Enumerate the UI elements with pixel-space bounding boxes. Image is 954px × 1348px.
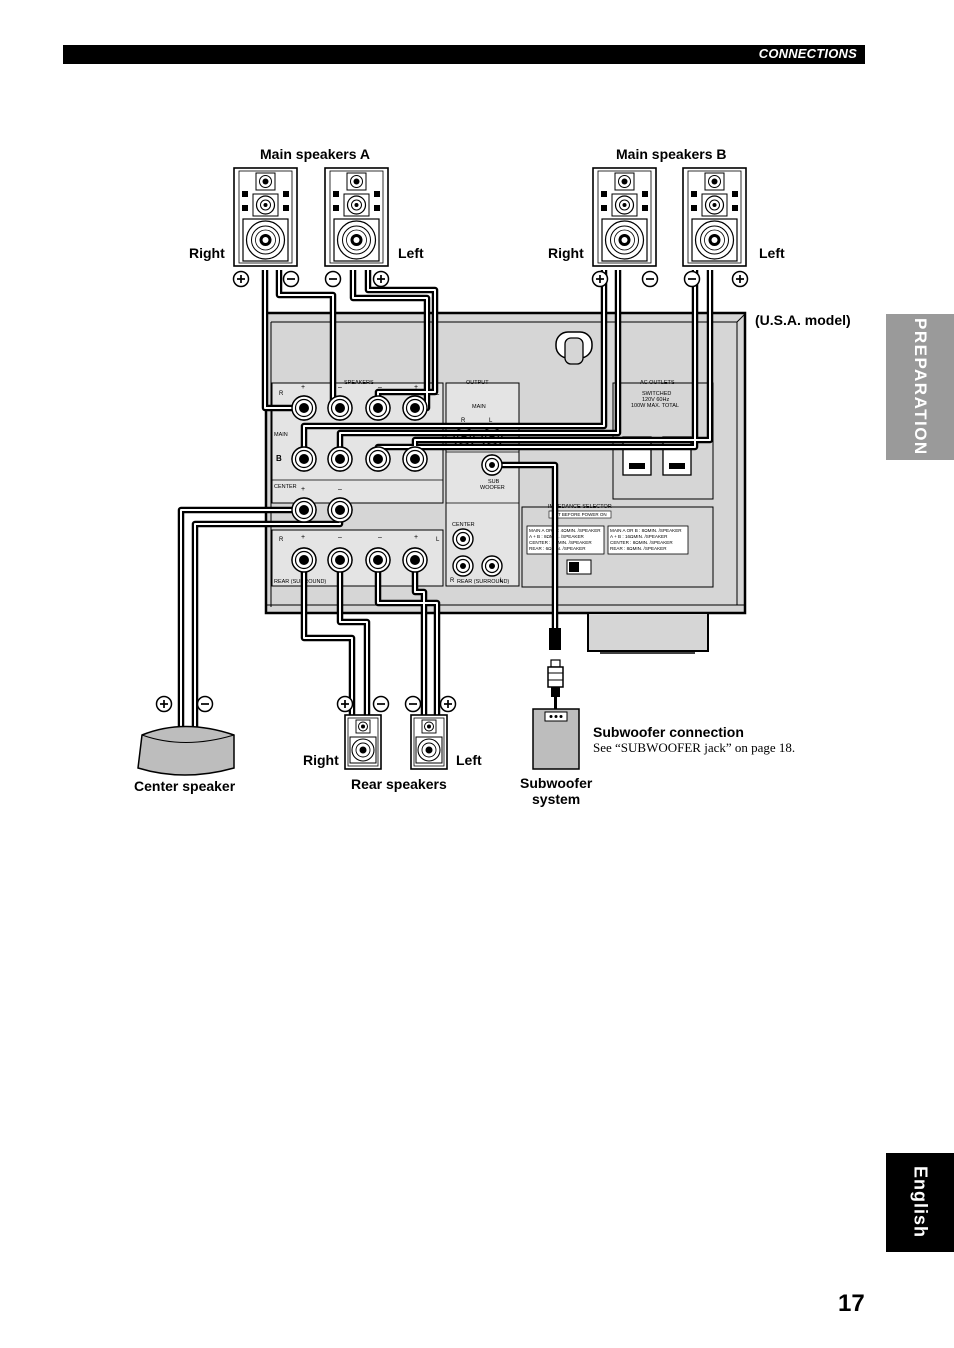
subwoofer-label-line1: Subwoofer <box>520 775 593 791</box>
svg-text:SET BEFORE POWER ON: SET BEFORE POWER ON <box>552 512 607 517</box>
svg-text:SPEAKERS: SPEAKERS <box>344 380 374 386</box>
main-speaker-a-left <box>324 167 390 288</box>
svg-text:L: L <box>436 391 440 397</box>
section-title: CONNECTIONS <box>758 46 857 61</box>
center-speaker <box>137 695 235 776</box>
rear-speaker-right <box>336 695 390 770</box>
terminal-minus-icon <box>641 270 659 288</box>
terminal-minus-icon <box>372 695 390 713</box>
terminal-plus-icon <box>591 270 609 288</box>
svg-text:R: R <box>461 418 466 424</box>
terminal-minus-icon <box>683 270 701 288</box>
svg-text:L: L <box>436 537 440 543</box>
terminal-minus-icon <box>196 695 214 713</box>
svg-text:–: – <box>378 384 382 391</box>
svg-text:CENTER : 6ΩMIN. /SPEAKER: CENTER : 6ΩMIN. /SPEAKER <box>529 540 592 545</box>
rear-panel-labels: SPEAKERS OUTPUT MAIN MAIN A B CENTER REA… <box>274 380 682 585</box>
svg-text:L: L <box>489 418 493 424</box>
svg-text:OUTPUT: OUTPUT <box>466 380 489 386</box>
svg-text:120V 60Hz: 120V 60Hz <box>642 397 669 403</box>
svg-text:REAR (SURROUND): REAR (SURROUND) <box>274 579 326 585</box>
terminal-minus-icon <box>324 270 342 288</box>
rear-speakers-label: Rear speakers <box>351 776 447 792</box>
svg-text:SUB: SUB <box>488 479 500 485</box>
main-b-right-label: Right <box>548 245 584 261</box>
svg-text:–: – <box>378 534 382 541</box>
svg-text:R: R <box>279 537 284 543</box>
svg-text:–: – <box>338 384 342 391</box>
svg-text:L: L <box>500 578 504 584</box>
svg-text:+: + <box>301 486 305 493</box>
svg-text:MAIN: MAIN <box>274 432 288 438</box>
subwoofer-cable-plug <box>547 628 564 710</box>
svg-text:CENTER: CENTER <box>274 484 297 490</box>
center-speaker-label: Center speaker <box>134 778 236 794</box>
svg-text:R: R <box>279 391 284 397</box>
terminal-plus-icon <box>155 695 173 713</box>
svg-text:REAR : 8ΩMIN. /SPEAKER: REAR : 8ΩMIN. /SPEAKER <box>610 546 667 551</box>
terminal-minus-icon <box>404 695 422 713</box>
svg-text:R: R <box>450 578 455 584</box>
svg-text:B: B <box>276 454 282 463</box>
svg-text:+: + <box>301 534 305 541</box>
svg-text:CENTER : 8ΩMIN. /SPEAKER: CENTER : 8ΩMIN. /SPEAKER <box>610 540 673 545</box>
tab-preparation-label: PREPARATION <box>911 318 930 456</box>
rear-left-label: Left <box>456 752 482 768</box>
subwoofer-connection-heading: Subwoofer connection <box>593 724 744 740</box>
svg-text:A + B : 16ΩMIN. /SPEAKER: A + B : 16ΩMIN. /SPEAKER <box>610 534 668 539</box>
terminal-plus-icon <box>731 270 749 288</box>
tab-english-label: English <box>910 1166 931 1239</box>
svg-text:MAIN A OR B : 8ΩMIN. /SPEAKER: MAIN A OR B : 8ΩMIN. /SPEAKER <box>610 528 682 533</box>
tab-preparation: PREPARATION <box>886 314 954 460</box>
svg-text:+: + <box>301 384 305 391</box>
svg-text:+: + <box>414 534 418 541</box>
svg-text:SWITCHED: SWITCHED <box>642 391 671 397</box>
main-speaker-a-right <box>232 167 300 288</box>
main-speakers-b-title: Main speakers B <box>616 146 727 162</box>
tab-english: English <box>886 1153 954 1252</box>
svg-text:MAIN A OR B : 4ΩMIN. /SPEAKER: MAIN A OR B : 4ΩMIN. /SPEAKER <box>529 528 601 533</box>
svg-text:WOOFER: WOOFER <box>480 485 505 491</box>
header-bar: CONNECTIONS <box>63 45 865 64</box>
svg-text:+: + <box>414 384 418 391</box>
main-a-left-label: Left <box>398 245 424 261</box>
subwoofer-connection-note: See “SUBWOOFER jack” on page 18. <box>593 740 795 755</box>
rear-speaker-left <box>404 695 457 770</box>
svg-text:IMPEDANCE SELECTOR: IMPEDANCE SELECTOR <box>548 504 612 510</box>
main-speaker-b-right <box>591 167 659 288</box>
subwoofer-system <box>532 708 580 770</box>
main-speaker-b-left <box>682 167 749 288</box>
main-a-right-label: Right <box>189 245 225 261</box>
svg-text:MAIN: MAIN <box>472 404 486 410</box>
subwoofer-label-line2: system <box>532 791 580 807</box>
terminal-plus-icon <box>372 270 390 288</box>
terminal-minus-icon <box>282 270 300 288</box>
main-b-left-label: Left <box>759 245 785 261</box>
svg-text:–: – <box>338 534 342 541</box>
main-speakers-a-title: Main speakers A <box>260 146 370 162</box>
rear-right-label: Right <box>303 752 339 768</box>
terminal-plus-icon <box>232 270 250 288</box>
page-number: 17 <box>838 1290 865 1317</box>
svg-text:REAR (SURROUND): REAR (SURROUND) <box>457 579 509 585</box>
svg-text:100W MAX. TOTAL: 100W MAX. TOTAL <box>631 403 679 409</box>
model-note: (U.S.A. model) <box>755 312 851 328</box>
svg-text:CENTER: CENTER <box>452 522 475 528</box>
terminal-plus-icon <box>439 695 457 713</box>
terminal-plus-icon <box>336 695 354 713</box>
svg-text:AC OUTLETS: AC OUTLETS <box>640 380 675 386</box>
svg-text:–: – <box>338 486 342 493</box>
